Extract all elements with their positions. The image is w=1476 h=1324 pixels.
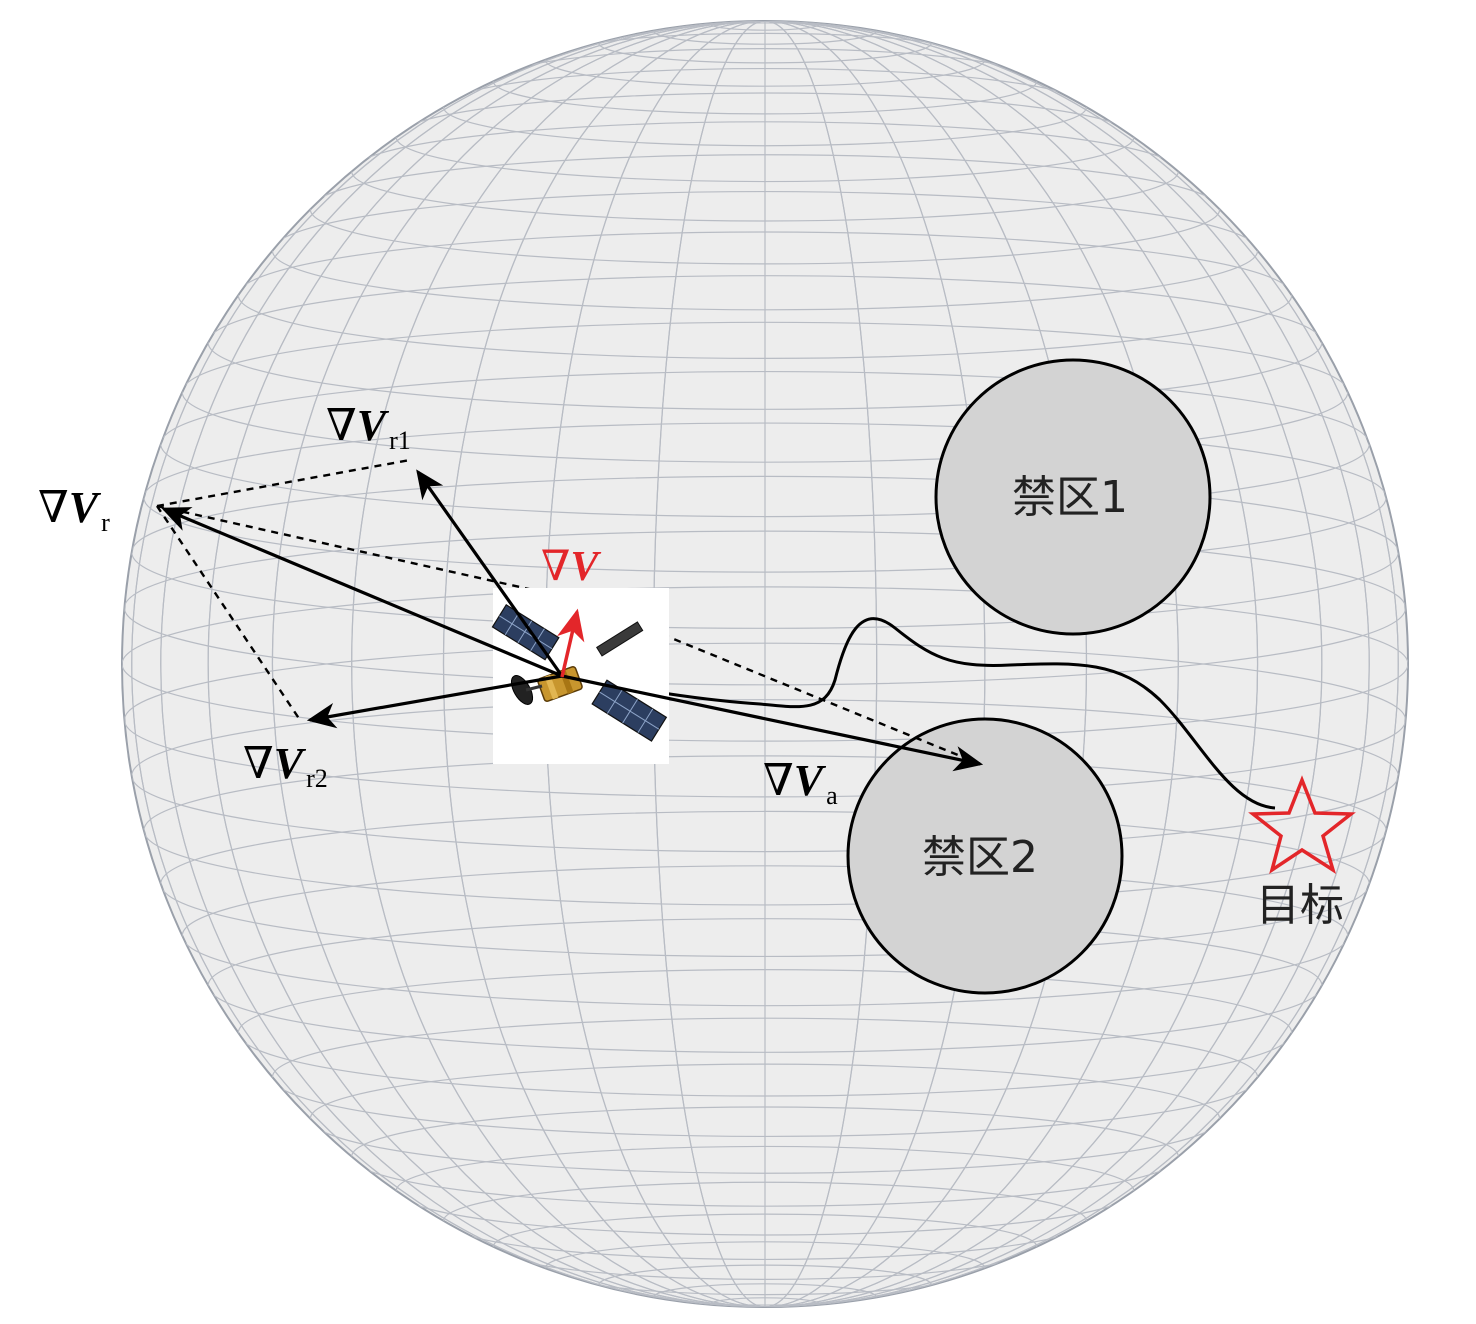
label-grad-r2-symbol: ∇: [243, 739, 274, 788]
sphere-parallel: [708, 21, 822, 31]
sphere-parallel: [492, 48, 1038, 115]
target-star-icon: [1248, 775, 1356, 875]
label-grad-a-sub: a: [826, 781, 838, 810]
forbidden-zone-1-circle: [934, 358, 1212, 636]
sphere-parallel: [442, 1181, 1088, 1261]
trajectory-path: [577, 617, 1276, 810]
forbidden-zone-2: 禁区2: [846, 717, 1124, 995]
svg-text:∇Vr: ∇Vr: [38, 483, 110, 537]
sphere-parallel: [123, 642, 1407, 798]
vector-a-arrow: [561, 674, 984, 772]
sphere-parallel: [544, 32, 986, 87]
dashed-r-to-resultant: [156, 504, 579, 602]
gradient-vectors: [161, 469, 984, 772]
label-grad-r1-symbol: ∇: [326, 401, 357, 450]
vector-r2-arrow: [306, 674, 563, 729]
target: 目标: [1248, 775, 1356, 931]
dashed-r-to-r2: [156, 505, 301, 721]
sphere-meridian: [271, 21, 1259, 1307]
forbidden-zone-1: 禁区1: [934, 358, 1212, 636]
sphere-parallel: [207, 275, 1323, 410]
label-grad-r1-sub: r1: [389, 426, 411, 455]
sphere-parallel: [351, 1106, 1179, 1207]
forbidden-zone-1-label: 禁区1: [1012, 472, 1128, 523]
sphere-meridian: [351, 21, 1179, 1307]
label-grad-total-symbol: ∇: [541, 544, 570, 590]
sphere-parallel: [122, 586, 1408, 742]
sphere: [121, 20, 1409, 1308]
sphere-parallel: [207, 918, 1323, 1053]
label-grad-r-symbol: ∇: [38, 483, 69, 532]
sphere-meridian: [160, 21, 1370, 1307]
target-label: 目标: [1256, 880, 1344, 931]
label-grad-r2-sub: r2: [306, 764, 328, 793]
label-grad-a-symbol: ∇: [763, 756, 794, 805]
sphere-parallel: [123, 530, 1407, 686]
sphere-meridian: [207, 21, 1323, 1307]
svg-text:∇V: ∇V: [541, 544, 601, 590]
label-grad-r-sub: r: [101, 508, 110, 537]
svg-text:∇Vr1: ∇Vr1: [326, 401, 411, 455]
label-grad-r2-var: V: [274, 739, 307, 788]
sphere-parallel: [652, 21, 878, 45]
sphere-meridian: [442, 21, 1088, 1307]
label-grad-r1-var: V: [357, 401, 390, 450]
label-grad-a-var: V: [794, 756, 827, 805]
svg-text:∇Va: ∇Va: [763, 756, 838, 810]
vector-r1-arrow: [416, 469, 564, 677]
sphere-parallel: [271, 1017, 1259, 1138]
label-grad-r-var: V: [69, 483, 102, 532]
label-grad-total-var: V: [570, 544, 601, 590]
sphere-parallel: [181, 321, 1349, 463]
sphere-parallel: [181, 865, 1349, 1007]
vector-r-arrow: [161, 507, 563, 678]
sphere-grid: [122, 21, 1408, 1307]
label-grad-total: ∇V: [541, 544, 601, 590]
forbidden-zone-2-circle: [846, 717, 1124, 995]
sphere-parallel: [395, 1145, 1135, 1236]
vector-total-arrow: [557, 608, 585, 678]
dashed-r-to-r1: [156, 458, 411, 508]
forbidden-zone-2-label: 禁区2: [922, 832, 1038, 883]
sphere-parallel: [492, 1213, 1038, 1280]
satellite-icon: [491, 604, 668, 742]
sphere-parallel: [442, 67, 1088, 147]
sphere-meridian: [131, 21, 1399, 1307]
svg-text:∇Vr2: ∇Vr2: [243, 739, 328, 793]
